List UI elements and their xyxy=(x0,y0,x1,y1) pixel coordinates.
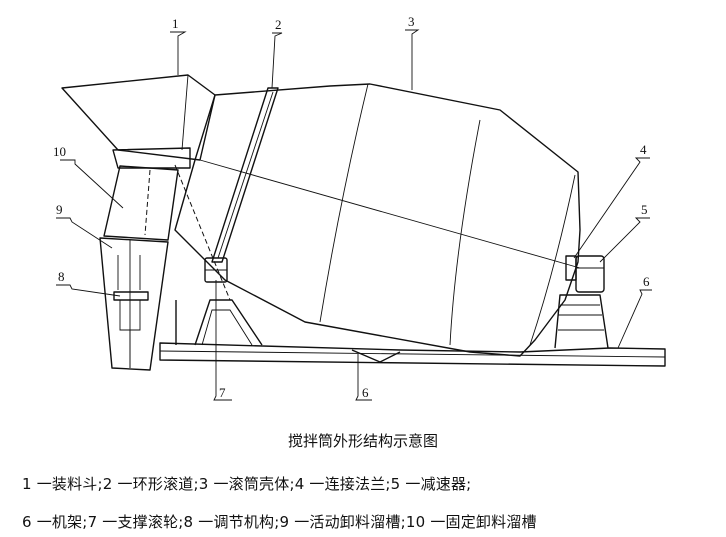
flange-reducer xyxy=(565,255,605,293)
diagram-caption: 搅拌筒外形结构示意图 xyxy=(287,432,438,450)
callout-2: 2 xyxy=(275,17,282,32)
callout-5: 5 xyxy=(641,202,648,217)
rear-support xyxy=(554,294,609,349)
callout-9: 9 xyxy=(56,202,63,217)
callout-10: 10 xyxy=(53,144,66,159)
callout-8: 8 xyxy=(58,269,65,284)
adjusting-mechanism xyxy=(113,255,149,368)
callout-7: 7 xyxy=(219,385,226,400)
callout-6-rear: 6 xyxy=(643,274,650,289)
callout-6-front: 6 xyxy=(362,385,369,400)
drum-shell xyxy=(174,83,581,357)
callout-1: 1 xyxy=(172,16,179,31)
frame xyxy=(159,342,666,367)
front-support xyxy=(175,299,263,346)
mixer-drum-diagram: 1 2 3 4 5 6 6 7 8 9 10 xyxy=(53,14,666,401)
callout-3: 3 xyxy=(408,14,415,29)
ring-track xyxy=(211,87,279,263)
movable-chute xyxy=(99,237,169,371)
legend-line-2: 6 一机架;7 一支撑滚轮;8 一调节机构;9 一活动卸料溜槽;10 一固定卸料… xyxy=(22,513,537,531)
hopper xyxy=(61,74,216,169)
callout-labels: 1 2 3 4 5 6 6 7 8 9 10 xyxy=(53,14,650,400)
callout-4: 4 xyxy=(640,142,647,157)
fixed-chute xyxy=(103,165,179,241)
legend-line-1: 1 一装料斗;2 一环形滚道;3 一滚筒壳体;4 一连接法兰;5 一减速器; xyxy=(22,475,472,493)
leader-lines xyxy=(56,29,652,401)
